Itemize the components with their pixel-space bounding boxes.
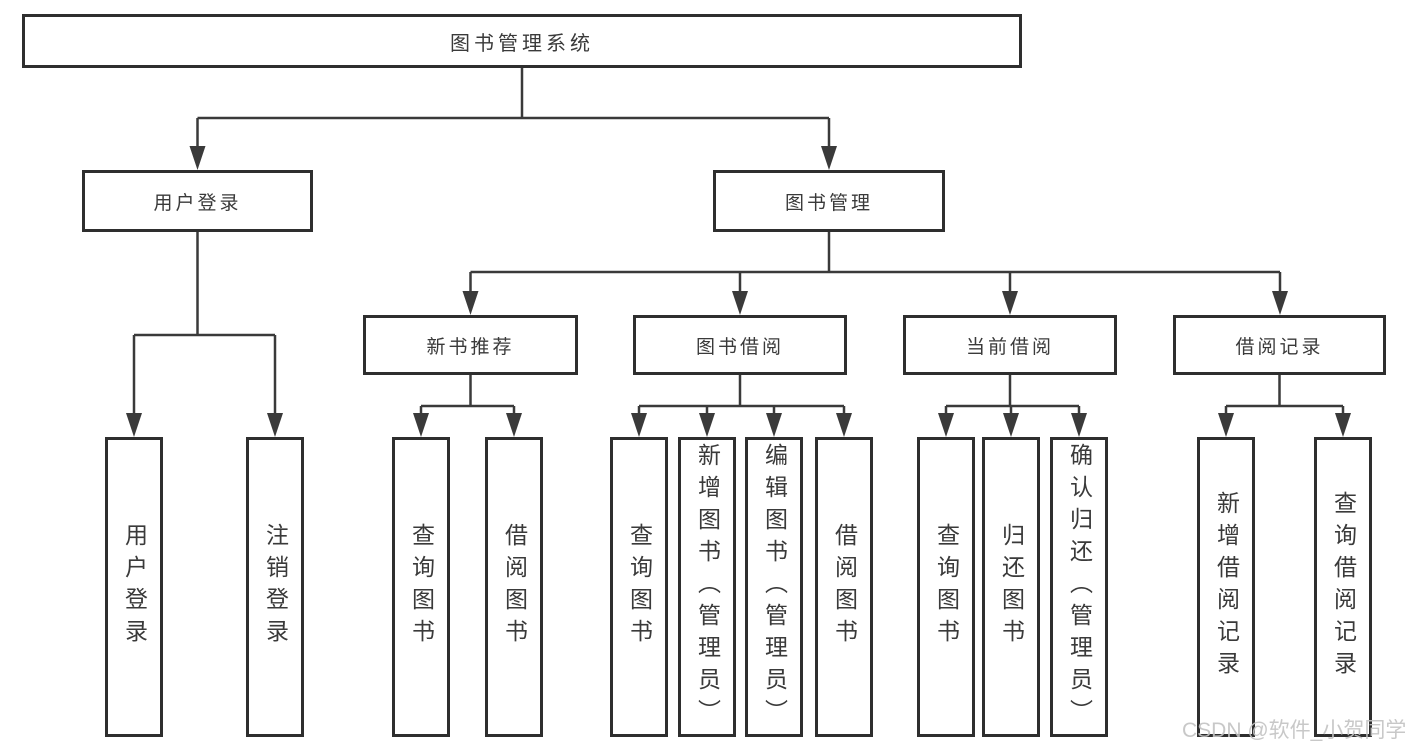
leaf-query-books-current: 查询图书 [917,437,975,737]
leaf-query-borrow-record-label: 查询借阅记录 [1330,491,1357,683]
leaf-logout: 注销登录 [246,437,304,737]
csdn-watermark: CSDN @软件_小贺同学 [1182,719,1405,742]
leaf-logout-label: 注销登录 [262,523,289,651]
leaf-borrow-books-recommend-label: 借阅图书 [501,523,528,651]
leaf-add-books-admin-label: 新增图书（管理员） [694,443,721,731]
leaf-edit-books-admin: 编辑图书（管理员） [745,437,803,737]
node-new-book-recommendation: 新书推荐 [363,315,578,375]
arrowheads [126,146,1351,437]
leaf-add-borrow-record-label: 新增借阅记录 [1213,491,1240,683]
leaf-add-books-admin: 新增图书（管理员） [678,437,736,737]
leaf-query-books-recommend-label: 查询图书 [408,523,435,651]
leaf-borrow-books-recommend: 借阅图书 [485,437,543,737]
leaf-query-books-borrowing: 查询图书 [610,437,668,737]
leaf-add-borrow-record: 新增借阅记录 [1197,437,1255,737]
node-current-borrowing: 当前借阅 [903,315,1117,375]
node-book-borrowing: 图书借阅 [633,315,847,375]
leaf-query-books-recommend: 查询图书 [392,437,450,737]
leaf-return-books-label: 归还图书 [998,523,1025,651]
leaf-borrow-books-borrowing-label: 借阅图书 [831,523,858,651]
leaf-query-borrow-record: 查询借阅记录 [1314,437,1372,737]
leaf-return-books: 归还图书 [982,437,1040,737]
leaf-edit-books-admin-label: 编辑图书（管理员） [761,443,788,731]
node-book-management: 图书管理 [713,170,945,232]
leaf-user-login-label: 用户登录 [121,523,148,651]
node-user-login: 用户登录 [82,170,313,232]
leaf-query-books-borrowing-label: 查询图书 [626,523,653,651]
leaf-user-login: 用户登录 [105,437,163,737]
leaf-confirm-return-admin-label: 确认归还（管理员） [1066,443,1093,731]
node-library-management-system: 图书管理系统 [22,14,1022,68]
leaf-borrow-books-borrowing: 借阅图书 [815,437,873,737]
leaf-confirm-return-admin: 确认归还（管理员） [1050,437,1108,737]
leaf-query-books-current-label: 查询图书 [933,523,960,651]
node-borrowing-records: 借阅记录 [1173,315,1386,375]
